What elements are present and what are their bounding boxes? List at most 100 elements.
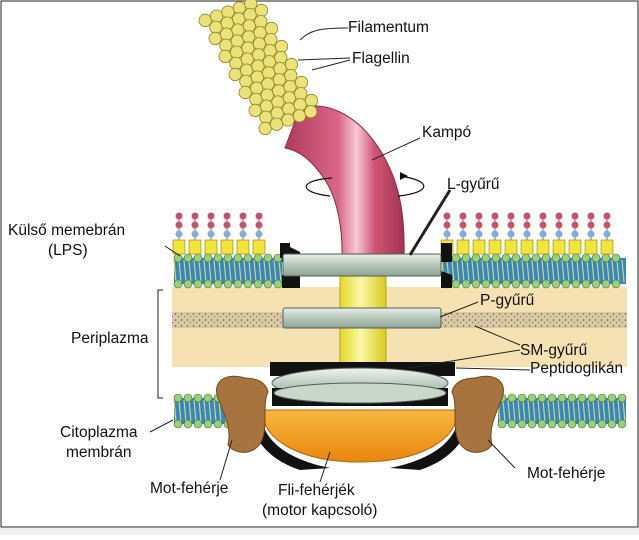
lps-block — [205, 240, 217, 254]
lipid-head — [578, 394, 586, 402]
lipid-head — [462, 254, 470, 262]
flagellin-bead — [255, 15, 267, 27]
lipid-head — [618, 394, 626, 402]
label-p-gyuru: P-gyűrű — [480, 292, 534, 310]
lipid-head — [244, 280, 252, 288]
lipid-head — [558, 394, 566, 402]
periplasm-bracket — [158, 290, 163, 398]
flagellin-bead — [254, 27, 266, 39]
lps-block — [601, 240, 613, 254]
lipid-head — [254, 280, 262, 288]
lps-sugar — [588, 213, 595, 220]
flagellin-bead — [231, 35, 243, 47]
lps-sugar — [524, 213, 531, 220]
flagellin-bead — [260, 100, 272, 112]
fli-motor-switch — [262, 410, 458, 462]
flagellin-bead — [265, 33, 277, 45]
lipid-head — [204, 394, 212, 402]
lipid-head — [224, 280, 232, 288]
lipid-head — [274, 280, 282, 288]
mot-protein-right — [452, 376, 503, 452]
lipid-head — [532, 280, 540, 288]
lps-sugar — [540, 231, 547, 238]
flagellin-bead — [232, 24, 244, 36]
flagellin-bead — [283, 92, 295, 104]
lipid-head — [194, 254, 202, 262]
flagellin-bead — [260, 111, 272, 123]
lipid-head — [462, 280, 470, 288]
lps-sugar — [240, 213, 247, 220]
flagellin-bead — [285, 69, 297, 81]
lps-block — [253, 240, 265, 254]
flagellin-bead — [273, 74, 285, 86]
lipid-head — [542, 254, 550, 262]
lipid-head — [588, 420, 596, 428]
flagellin-bead — [240, 75, 252, 87]
lps-sugar — [508, 222, 515, 229]
lipid-head — [568, 394, 576, 402]
label-periplazma: Periplazma — [71, 330, 149, 348]
label-flagellin: Flagellin — [352, 50, 410, 68]
lps-sugar — [604, 213, 611, 220]
lps-sugar — [208, 213, 215, 220]
lps-sugar — [192, 222, 199, 229]
lipid-head — [562, 280, 570, 288]
lps-sugar — [524, 222, 531, 229]
flagellin-bead — [283, 103, 295, 115]
lipid-head — [522, 280, 530, 288]
flagellin-bead — [272, 96, 284, 108]
lps-sugar — [492, 231, 499, 238]
lps-block — [173, 240, 185, 254]
lipid-head — [568, 420, 576, 428]
lps-sugar — [192, 213, 199, 220]
label-motor-kapcsolo: (motor kapcsoló) — [262, 502, 377, 520]
lipid-head — [612, 280, 620, 288]
lipid-head — [214, 254, 222, 262]
flagellin-bead — [259, 122, 271, 134]
lipid-head — [502, 254, 510, 262]
lps-sugar — [208, 222, 215, 229]
flagellin-bead — [255, 4, 267, 16]
lipid-head — [512, 280, 520, 288]
lps-sugar — [208, 231, 215, 238]
lipid-head — [548, 420, 556, 428]
lipid-head — [472, 254, 480, 262]
flagellin-bead — [253, 38, 265, 50]
flagellin-bead — [264, 45, 276, 57]
lps-sugar — [444, 231, 451, 238]
flagellin-bead — [222, 6, 234, 18]
lipid-head — [482, 254, 490, 262]
lipid-head — [518, 420, 526, 428]
lipid-head — [572, 280, 580, 288]
lps-block — [489, 240, 501, 254]
flagellin-bead — [242, 42, 254, 54]
lipid-head — [562, 254, 570, 262]
flagellin-bead — [241, 53, 253, 65]
lps-sugar — [588, 222, 595, 229]
flagellin-bead — [210, 21, 222, 33]
label-filamentum: Filamentum — [348, 19, 429, 37]
lipid-head — [532, 254, 540, 262]
lps-block — [221, 240, 233, 254]
flagellin-bead — [285, 58, 297, 70]
label-citoplazma: Citoplazma — [60, 424, 138, 442]
lipid-head — [204, 420, 212, 428]
lps-sugar — [176, 222, 183, 229]
lipid-head — [194, 394, 202, 402]
lps-block — [569, 240, 581, 254]
lipid-head — [538, 420, 546, 428]
lps-sugar — [476, 222, 483, 229]
flagellin-bead — [199, 14, 211, 26]
flagellin-bead — [261, 89, 273, 101]
flagellin-bead — [273, 85, 285, 97]
lps-sugar — [572, 213, 579, 220]
lipid-head — [552, 280, 560, 288]
lipid-head — [602, 254, 610, 262]
label-mot-left: Mot-fehérje — [150, 480, 228, 498]
lps-sugar — [256, 231, 263, 238]
flagellin-bead — [233, 13, 245, 25]
flagellin-bead — [294, 99, 306, 111]
lps-sugar — [604, 222, 611, 229]
lipid-head — [234, 254, 242, 262]
lps-sugar — [508, 231, 515, 238]
